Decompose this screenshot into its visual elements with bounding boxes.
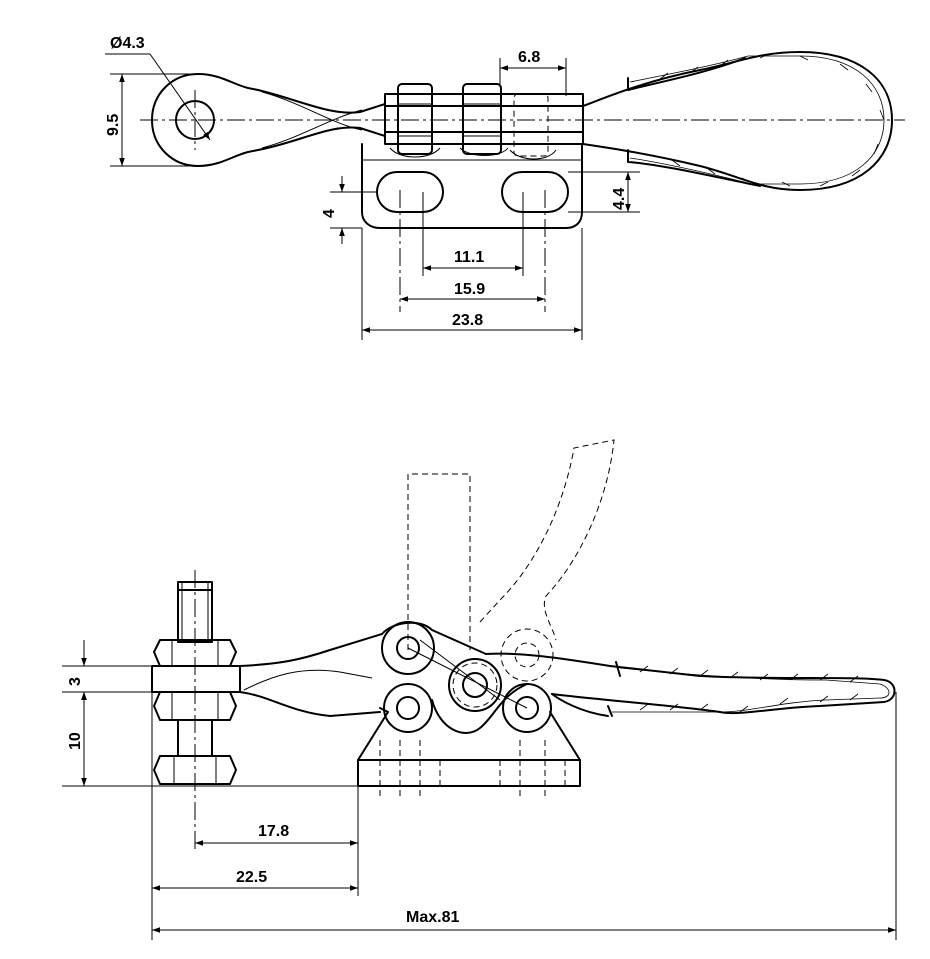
dim-label-22-5: 22.5	[236, 869, 267, 886]
dim-label-11-1: 11.1	[454, 249, 484, 266]
dim-max-81: Max.81	[152, 692, 897, 940]
dim-15-9: 15.9	[400, 281, 545, 302]
slot-left	[376, 171, 444, 213]
clamping-arm	[239, 621, 487, 717]
dim-9-5: 9.5	[105, 73, 200, 167]
dim-10: 10	[62, 692, 358, 787]
base-side	[357, 707, 581, 800]
side-view: 3 10 17.8 22.5 Max.81	[62, 439, 897, 940]
spindle	[151, 570, 241, 850]
dim-label-17-8: 17.8	[258, 823, 289, 840]
handle-top	[582, 51, 893, 191]
dim-label-15-9: 15.9	[454, 281, 485, 298]
slot-right	[501, 171, 569, 213]
dim-label-4-4: 4.4	[611, 188, 628, 210]
spindle-arm	[257, 89, 386, 151]
clamp-arm-end	[151, 665, 241, 693]
dim-hole: Ø4.3	[105, 35, 211, 141]
phantom-open-position	[407, 439, 615, 708]
dim-23-8: 23.8	[361, 228, 583, 340]
dim-label-9-5: 9.5	[105, 114, 122, 136]
dim-label-hole: Ø4.3	[110, 35, 145, 52]
dim-label-3: 3	[67, 677, 84, 686]
pin-heads	[389, 83, 557, 160]
dim-label-10: 10	[67, 732, 84, 750]
dim-label-max-81: Max.81	[406, 909, 459, 926]
dim-label-23-8: 23.8	[452, 312, 483, 329]
dim-label-4: 4	[321, 209, 338, 218]
dim-6-8: 6.8	[499, 49, 567, 96]
handle-side	[485, 652, 896, 717]
linkage	[381, 621, 552, 734]
arm-plate	[384, 93, 584, 145]
nut-lower	[153, 691, 237, 721]
spindle-eye	[151, 73, 259, 167]
base-top	[361, 143, 583, 312]
top-view: Ø4.3 9.5 6.8 4 4.4	[105, 35, 905, 340]
dim-label-6-8: 6.8	[518, 49, 540, 66]
dim-4-4: 4.4	[568, 171, 640, 213]
dim-4: 4	[321, 176, 378, 244]
bolt-head	[153, 755, 237, 785]
dim-11-1: 11.1	[422, 192, 524, 276]
dim-22-5: 22.5	[151, 692, 358, 940]
dim-3: 3	[62, 640, 152, 718]
dim-17-8: 17.8	[195, 786, 359, 896]
